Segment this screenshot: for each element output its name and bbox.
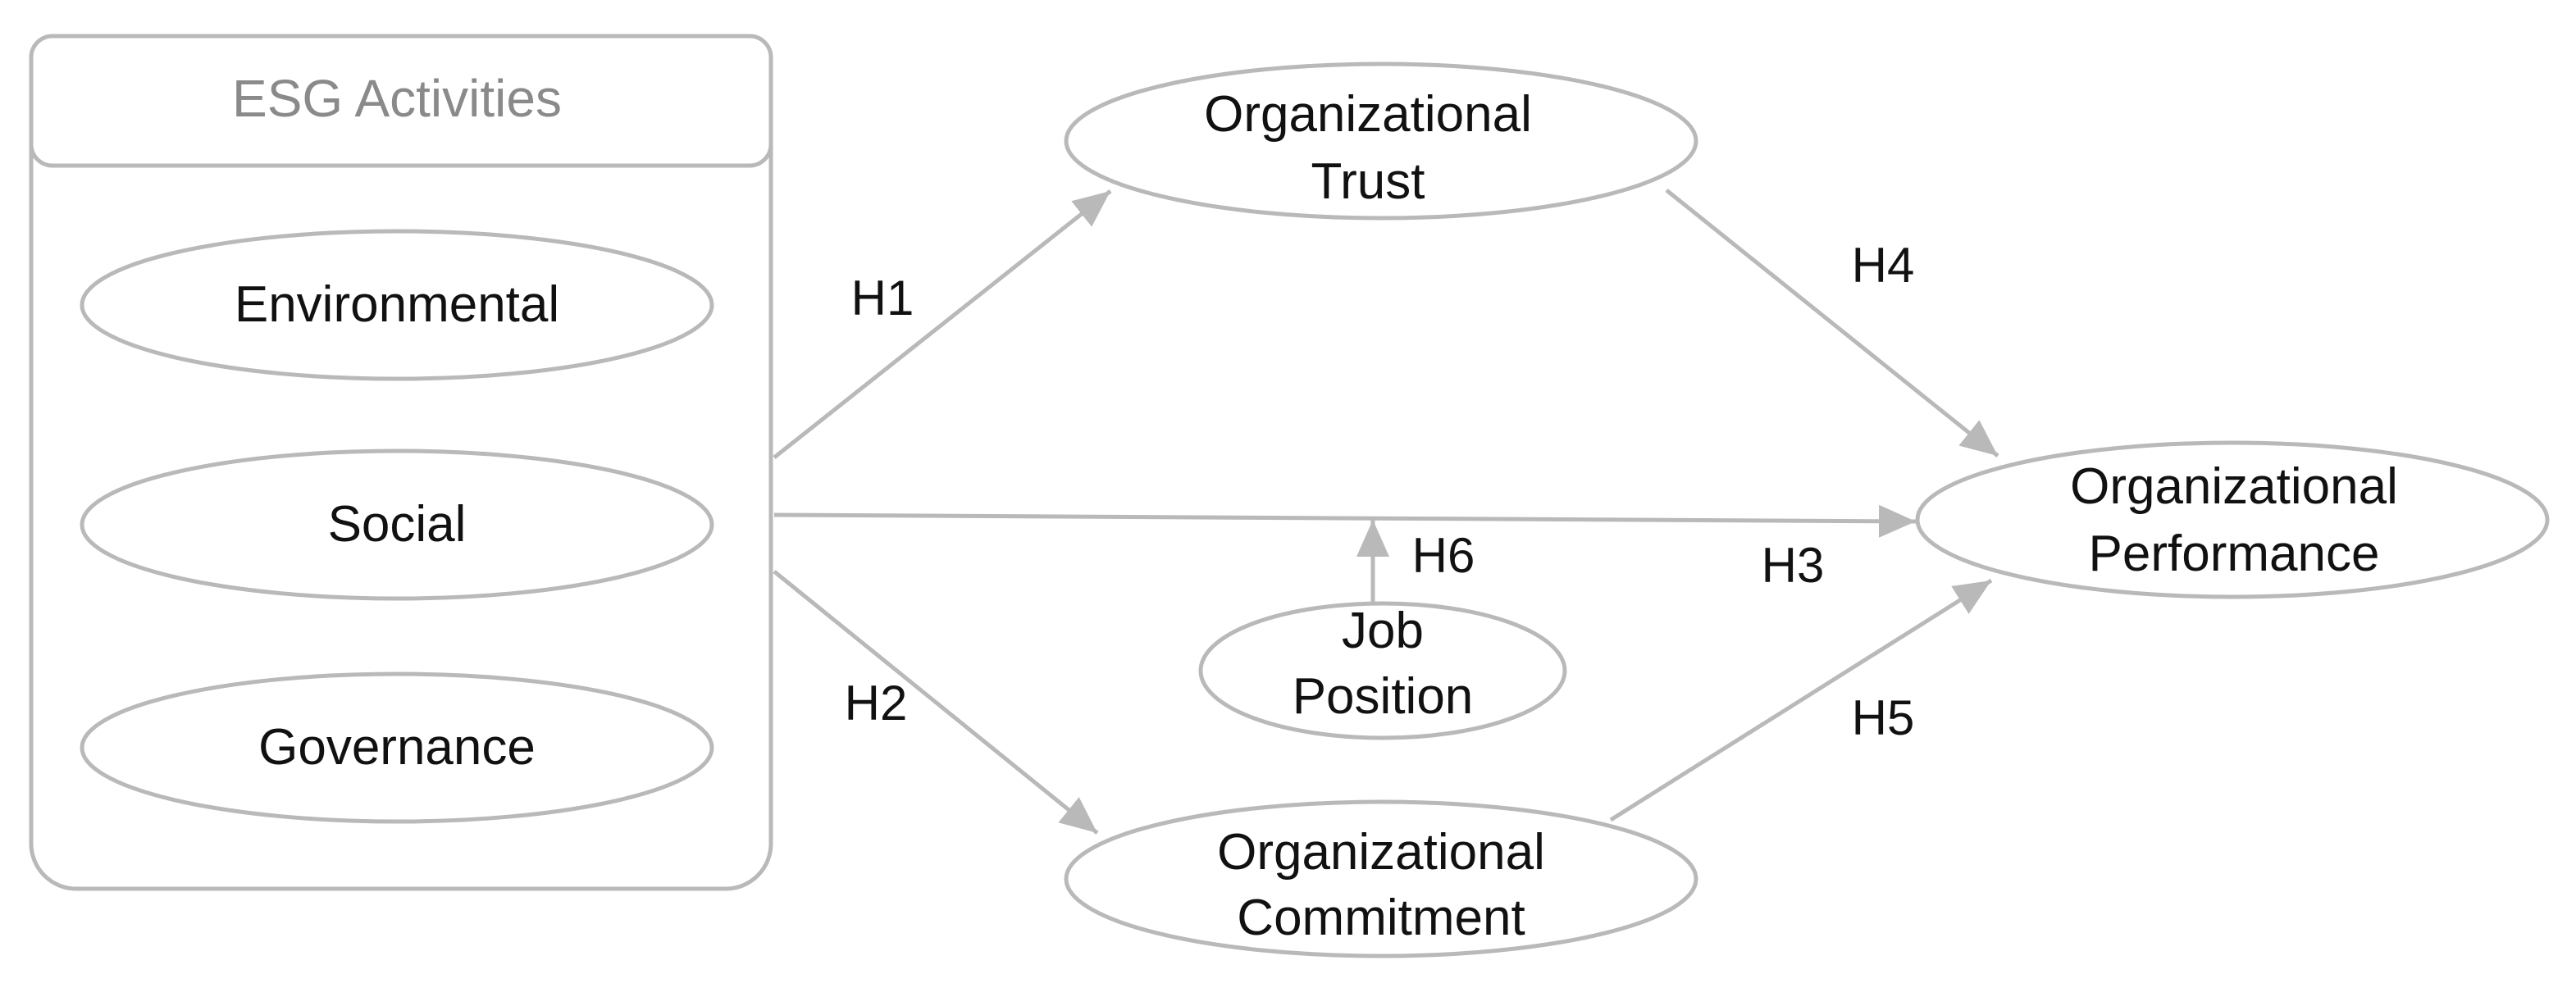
environmental-node bbox=[80, 229, 714, 381]
social-node bbox=[80, 448, 714, 601]
organizational-trust-label-line1: Organizational bbox=[1204, 86, 1532, 143]
h3-label: H3 bbox=[1762, 538, 1825, 593]
edge-h2 bbox=[773, 570, 1099, 835]
esg-group-header-box bbox=[29, 34, 773, 168]
organizational-trust-label-line2: Trust bbox=[1311, 153, 1425, 210]
organizational-commitment-node bbox=[1064, 799, 1698, 958]
organizational-performance-label-line1: Organizational bbox=[2070, 458, 2398, 515]
h1-label: H1 bbox=[851, 271, 914, 325]
organizational-commitment-label-line2: Commitment bbox=[1237, 890, 1525, 946]
h6-label: H6 bbox=[1412, 528, 1475, 583]
esg-activities-group: ESG Activities Environmental Social Gove… bbox=[29, 34, 773, 891]
governance-node bbox=[80, 671, 714, 824]
esg-group-title: ESG Activities bbox=[232, 69, 562, 128]
organizational-performance-label-line2: Performance bbox=[2089, 526, 2380, 582]
edge-h5 bbox=[1609, 578, 1993, 822]
organizational-performance-node bbox=[1915, 440, 2550, 599]
organizational-trust-node bbox=[1064, 61, 1698, 221]
edge-h1 bbox=[773, 189, 1112, 459]
environmental-label: Environmental bbox=[235, 276, 559, 333]
h5-label: H5 bbox=[1852, 690, 1915, 745]
edge-h4 bbox=[1665, 189, 1999, 457]
social-label: Social bbox=[328, 496, 467, 553]
edge-h3 bbox=[773, 504, 1917, 538]
h4-label: H4 bbox=[1852, 238, 1915, 293]
organizational-commitment-label-line1: Organizational bbox=[1217, 824, 1545, 881]
h2-label: H2 bbox=[845, 676, 908, 731]
job-position-label-line1: Job bbox=[1342, 603, 1424, 659]
job-position-label-line2: Position bbox=[1293, 668, 1474, 725]
governance-label: Governance bbox=[258, 719, 536, 776]
job-position-node bbox=[1198, 601, 1567, 740]
